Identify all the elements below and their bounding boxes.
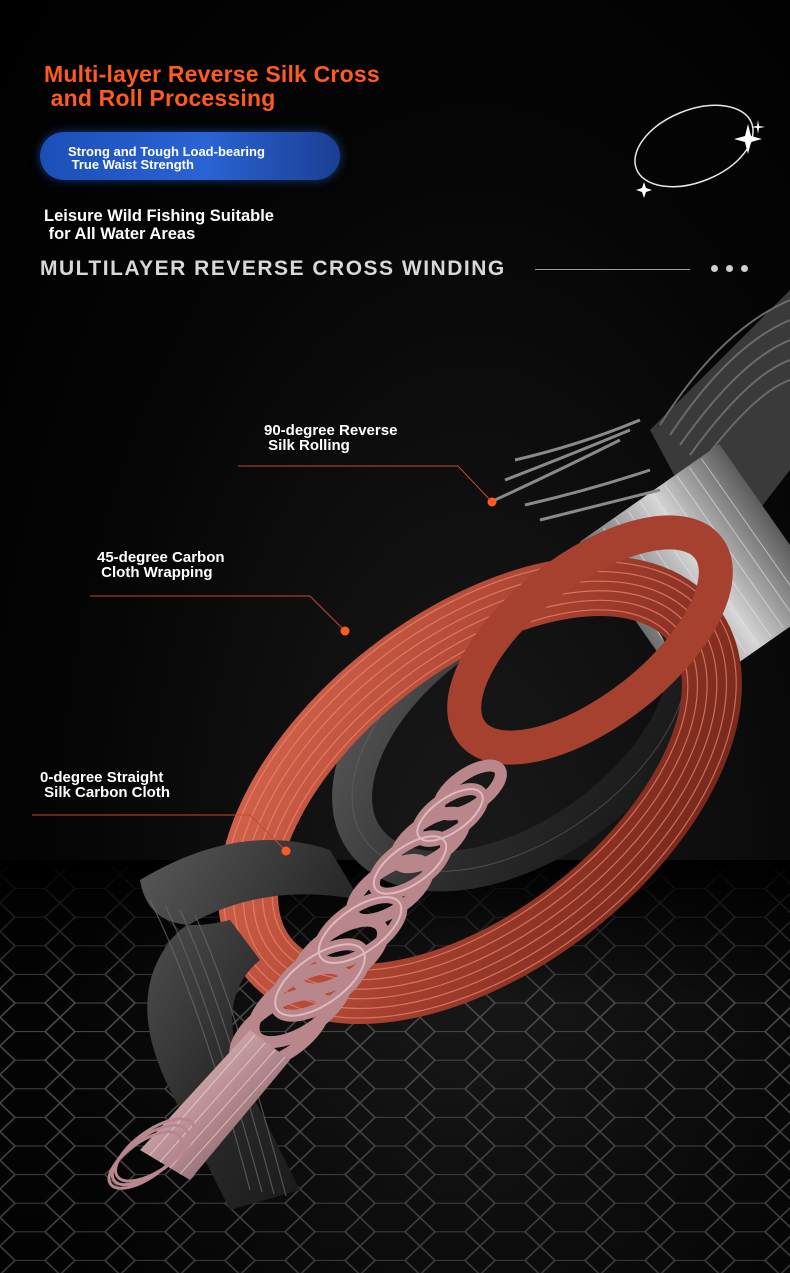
callout-45 [90,595,350,636]
callout-90 [238,465,497,507]
strength-badge: Strong and Tough Load-bearing True Waist… [40,132,340,180]
section-heading: MULTILAYER REVERSE CROSS WINDING [40,257,506,280]
reverse-silk-strands [494,418,661,522]
callout-0 [32,814,291,856]
subtitle: Leisure Wild Fishing Suitable for All Wa… [44,207,274,243]
heading-divider [535,269,690,270]
label-0-degree: 0-degree Straight Silk Carbon Cloth [40,769,171,801]
sparkle-icon [636,120,765,198]
label-90-degree: 90-degree Reverse Silk Rolling [264,422,398,454]
coiled-core [107,759,507,1190]
strength-badge-text: Strong and Tough Load-bearing True Waist… [68,144,265,172]
orbit-ellipse-icon [634,104,765,198]
page-title: Multi-layer Reverse Silk Cross and Roll … [44,61,380,111]
label-45-degree: 45-degree Carbon Cloth Wrapping [97,549,225,581]
